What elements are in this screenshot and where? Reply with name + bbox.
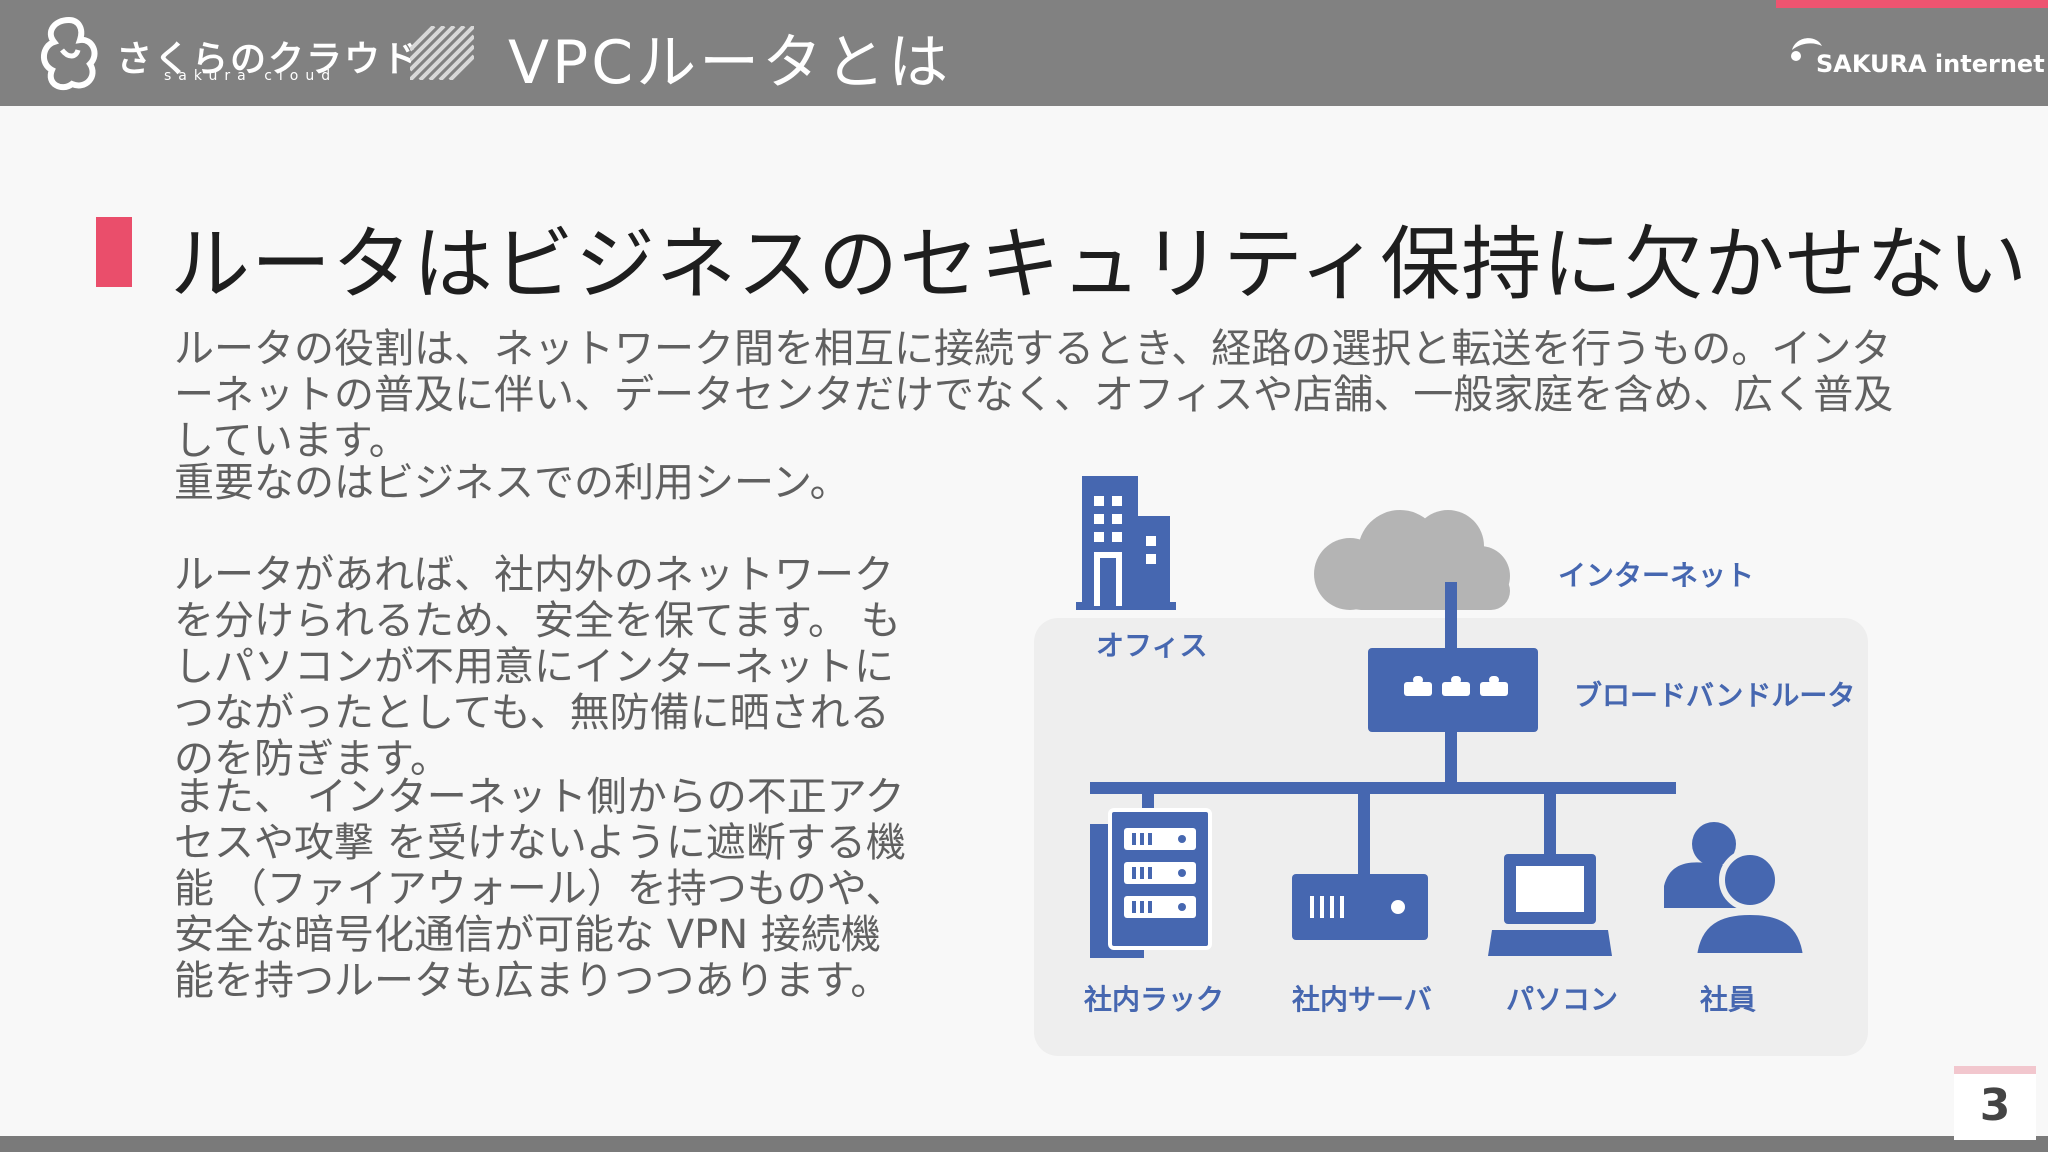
body-paragraph: また、 インターネット側からの不正アクセスや攻撃 を受けないように遮断する機能 … (174, 774, 906, 1004)
people-icon (1664, 822, 1810, 959)
label-router: ブロードバンドルータ (1574, 679, 1856, 712)
label-office: オフィス (1096, 629, 1208, 662)
footer-bar (0, 1136, 2048, 1152)
diagram-panel (1034, 618, 1868, 1056)
sakura-cloud-logo-icon (41, 16, 98, 91)
page-number: 3 (1979, 1080, 2011, 1131)
cloud-icon (1314, 510, 1510, 610)
server-icon (1292, 874, 1428, 940)
brand-name: さくらのクラウド (116, 39, 421, 80)
label-staff: 社員 (1700, 983, 1757, 1016)
corporate-name: SAKURA internet (1816, 50, 2045, 78)
header-bar: さくらのクラウド sakura cloud VPCルータとは SAKURA in… (0, 0, 2048, 106)
header-accent-bar (1776, 0, 2048, 8)
label-rack: 社内ラック (1084, 983, 1225, 1016)
slide-section-title: VPCルータとは (508, 28, 952, 98)
label-pc: パソコン (1506, 983, 1619, 1016)
laptop-icon (1488, 854, 1612, 956)
hatch-decoration-icon (410, 26, 474, 80)
network-diagram: オフィス インターネット ブロードバンドルータ 社内ラック 社内サーバ パソコン… (1030, 460, 1910, 1060)
body-paragraph: 重要なのはビジネスでの利用シーン。 (174, 460, 850, 506)
rack-icon (1090, 808, 1212, 958)
heading-marker (96, 217, 132, 287)
label-server: 社内サーバ (1292, 983, 1432, 1016)
slide-heading: ルータはビジネスのセキュリティ保持に欠かせない (170, 218, 2029, 311)
router-icon (1368, 648, 1538, 732)
office-building-icon (1076, 476, 1176, 610)
body-paragraph: ルータがあれば、社内外のネットワークを分けられるため、安全を保てます。 もしパソ… (174, 552, 901, 782)
brand-subname: sakura cloud (164, 68, 338, 84)
network-diagram-graphic (1034, 476, 1868, 1056)
label-internet: インターネット (1558, 559, 1755, 592)
lead-paragraph: ルータの役割は、ネットワーク間を相互に接続するとき、経路の選択と転送を行うもの。… (174, 326, 1894, 464)
page-number-box: 3 (1954, 1066, 2036, 1140)
sakura-internet-logo-icon (1791, 38, 1822, 61)
